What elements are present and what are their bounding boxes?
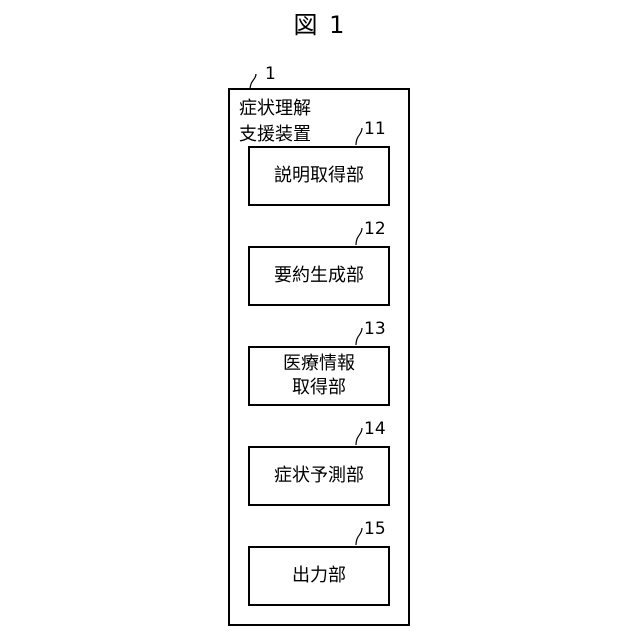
figure-title: 図 1 [0, 10, 640, 40]
unit-ref-number-15: 15 [364, 519, 386, 539]
unit-box-description-acquisition: 説明取得部 [248, 146, 390, 206]
unit-ref-number-14: 14 [364, 419, 386, 439]
apparatus-label: 症状理解 支援装置 [239, 96, 311, 148]
apparatus-ref-number: 1 [265, 64, 276, 84]
unit-box-medical-info-acquisition: 医療情報 取得部 [248, 346, 390, 406]
unit-box-output: 出力部 [248, 546, 390, 606]
unit-box-summary-generation: 要約生成部 [248, 246, 390, 306]
unit-ref-number-11: 11 [364, 119, 386, 139]
unit-box-symptom-prediction: 症状予測部 [248, 446, 390, 506]
unit-ref-number-12: 12 [364, 219, 386, 239]
unit-ref-number-13: 13 [364, 319, 386, 339]
